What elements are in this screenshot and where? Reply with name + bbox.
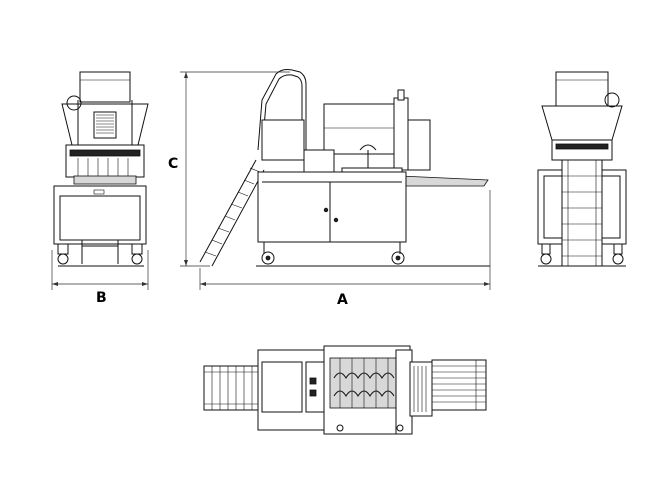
dimension-c: C [168,71,290,267]
side-view [199,69,490,267]
top-view [203,345,487,435]
rear-view [537,71,627,267]
dimension-label-b: B [96,290,107,306]
dimension-label-a: A [337,292,348,308]
dimension-label-c: C [168,156,178,172]
dimension-a: A [199,190,491,308]
dimension-b: B [51,250,149,306]
front-view [53,71,149,267]
